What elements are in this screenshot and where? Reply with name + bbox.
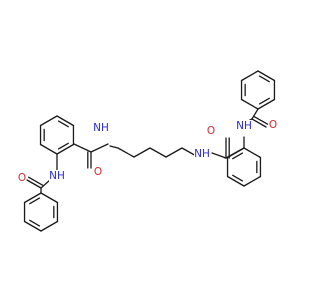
bottom-left-phenyl-ring-bond xyxy=(40,192,59,204)
bond-8 xyxy=(225,147,245,159)
o-right-amide-label-background xyxy=(206,125,216,137)
bond-6 xyxy=(211,152,227,159)
bottom-left-phenyl-ring-bond xyxy=(40,220,59,232)
nh-right-ring-label-background xyxy=(236,120,252,132)
bond-2 xyxy=(90,143,109,153)
o-right-benzoyl-label: O xyxy=(269,119,277,131)
left-aromatic-ring-bond xyxy=(39,115,58,127)
left-benzoyl-carbonyl-second xyxy=(27,176,44,186)
chain-to-nh-bond xyxy=(109,145,119,149)
o-left-benzoyl-label-background xyxy=(17,172,27,184)
right-aromatic-ring-double-bond xyxy=(232,174,244,182)
bond-4 xyxy=(40,179,51,189)
top-right-phenyl-ring-double-bond xyxy=(258,97,270,105)
nh-left-ring-label-background xyxy=(49,170,65,182)
o-right-amide-label: O xyxy=(207,125,215,137)
bottom-left-phenyl-ring-bond xyxy=(23,220,42,232)
hexyl-chain-bond xyxy=(149,147,167,158)
right-aromatic-ring-bond xyxy=(243,147,262,159)
right-aromatic-ring-double-bond xyxy=(232,152,244,160)
top-right-phenyl-ring-bond xyxy=(240,98,259,110)
nh-right-ring-label: NH xyxy=(236,120,252,132)
bond-1 xyxy=(73,143,92,153)
right-aromatic-ring-bond xyxy=(243,175,262,187)
top-right-phenyl-ring-bond xyxy=(240,70,259,82)
o-right-benzoyl-label-background xyxy=(268,119,278,131)
nh-left-chain-label: NH xyxy=(93,122,109,134)
left-aromatic-ring-bond xyxy=(56,143,75,155)
bottom-left-phenyl-ring-bond xyxy=(23,192,42,204)
chemical-structure-diagram: NH O NH O NH O NH O xyxy=(17,70,278,232)
o-left-benzoyl-label: O xyxy=(18,172,26,184)
bottom-left-phenyl-ring-double-bond xyxy=(29,219,41,227)
nh-right-chain-label: NH xyxy=(194,148,210,160)
right-aromatic-ring-bond xyxy=(226,175,245,187)
nh-left-ring-label: NH xyxy=(49,170,65,182)
right-benzoyl-carbonyl-second xyxy=(252,115,269,125)
left-aromatic-ring-double-bond xyxy=(57,120,69,128)
atom-labels: NH O NH O NH O NH O xyxy=(17,119,278,184)
top-right-phenyl-ring-double-bond xyxy=(258,75,270,83)
hexyl-chain-bond xyxy=(117,147,135,158)
bond-network xyxy=(23,70,276,232)
o-left-amide-label-background xyxy=(93,166,103,178)
hexyl-chain-bond xyxy=(133,147,151,158)
top-right-phenyl-ring-bond xyxy=(257,70,276,82)
nh-right-chain-label-background xyxy=(194,148,210,160)
left-aromatic-ring-bond xyxy=(56,115,75,127)
bond-11 xyxy=(251,108,259,120)
nh-left-chain-label-background xyxy=(93,122,109,134)
o-left-amide-label: O xyxy=(94,166,102,178)
left-benzoyl-carbonyl xyxy=(26,179,42,189)
top-right-phenyl-ring-bond xyxy=(257,98,276,110)
right-benzoyl-carbonyl xyxy=(251,118,267,128)
bottom-left-phenyl-ring-double-bond xyxy=(29,197,41,205)
left-aromatic-ring-double-bond xyxy=(57,142,69,150)
left-aromatic-ring-bond xyxy=(39,143,58,155)
hexyl-chain-bond xyxy=(165,147,183,158)
